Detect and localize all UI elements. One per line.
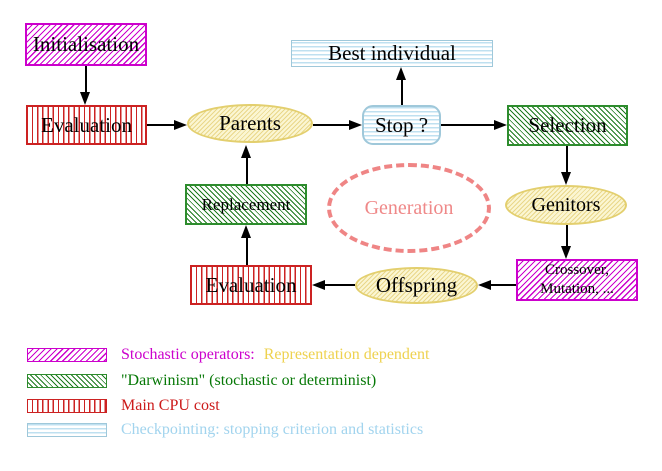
legend-label-checkpointing: Checkpointing: stopping criterion and st… [121,421,424,438]
arrow-replacement-to-parents [246,157,248,184]
arrow-stop-to-selection [441,124,494,126]
arrow-selection-to-genitors [566,146,568,173]
arrow-offspring-to-evaluation [324,284,355,286]
arrowhead-up-icon [241,225,251,238]
arrow-evaluation-to-replacement [246,237,248,265]
arrowhead-down-icon [561,246,571,259]
legend-label-representation: Representation dependent [263,346,430,363]
arrowhead-right-icon [494,120,507,130]
legend-label-cpu-cost: Main CPU cost [121,397,220,414]
node-selection: Selection [507,105,628,146]
node-parents: Parents [187,104,313,143]
arrowhead-left-icon [478,280,491,290]
node-evaluation-top: Evaluation [26,105,147,145]
arrow-evaluation-to-parents [147,124,175,126]
legend-label-darwinism: "Darwinism" (stochastic or determinist) [121,372,377,389]
crossover-line1: Crossover, [545,262,609,279]
legend-swatch-cyan-stripes [27,423,107,437]
legend-row-cpu-cost: Main CPU cost [27,397,220,415]
arrowhead-down-icon [561,172,571,185]
arrowhead-right-icon [349,120,362,130]
legend-swatch-red-stripes [27,399,107,413]
legend-swatch-magenta-hatch [27,348,107,362]
node-crossover-mutation: Crossover, Mutation, ... [516,259,638,301]
legend-label-stochastic: Stochastic operators: [121,346,255,363]
generation-loop-ellipse: Generation [327,163,491,253]
legend-row-checkpointing: Checkpointing: stopping criterion and st… [27,421,423,439]
legend-swatch-green-hatch [27,374,107,388]
arrowhead-down-icon [80,92,90,105]
mutation-line2: Mutation, ... [540,281,614,297]
node-initialisation: Initialisation [25,23,147,66]
arrow-genitors-to-crossover [566,225,568,247]
arrow-init-to-evaluation [85,66,87,94]
legend-row-stochastic: Stochastic operators: Representation dep… [27,346,429,364]
node-replacement: Replacement [185,184,307,225]
arrow-crossover-to-offspring [490,284,516,286]
arrowhead-up-icon [396,67,406,80]
node-stop-test: Stop ? [362,105,441,145]
legend-row-darwinism: "Darwinism" (stochastic or determinist) [27,372,376,390]
arrowhead-up-icon [241,145,251,158]
node-genitors: Genitors [505,185,627,225]
arrow-parents-to-stop [313,124,349,126]
arrow-stop-to-best [401,79,403,105]
node-evaluation-bottom: Evaluation [190,265,312,305]
arrowhead-right-icon [174,120,187,130]
node-best-individual: Best individual [291,40,493,67]
node-offspring: Offspring [355,267,478,304]
arrowhead-left-icon [312,280,325,290]
